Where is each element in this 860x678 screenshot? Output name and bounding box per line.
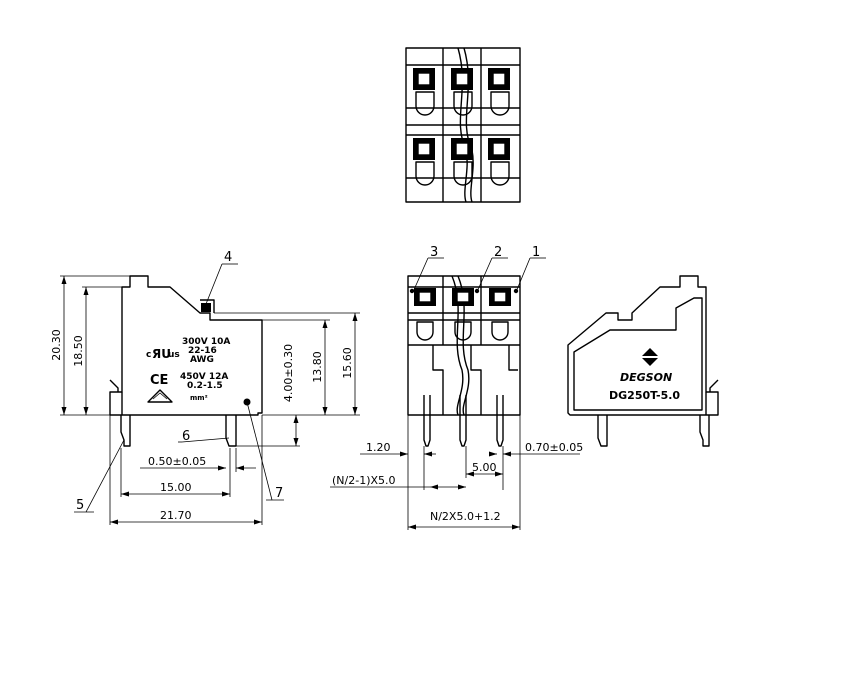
latch-hole [201, 303, 211, 312]
front-clamps [409, 288, 519, 341]
callout-4: 4 [224, 250, 232, 265]
dim-pin-width: 0.50±0.05 [148, 455, 206, 468]
callout-2: 2 [494, 245, 502, 260]
rating-1: 300V 10A [182, 337, 230, 347]
left-side-view: c ЯU us 300V 10A 22-16 AWG CE 450V 12A 0… [50, 250, 360, 525]
degson-logo-icon [642, 348, 658, 366]
right-pin-1 [597, 415, 608, 447]
left-pin-1 [120, 415, 131, 447]
front-dimensions [330, 415, 580, 530]
right-housing-outline [567, 275, 719, 416]
brand-name: DEGSON [620, 371, 672, 384]
dim-body-height: 18.50 [72, 335, 85, 367]
label-panel [573, 297, 703, 411]
top-clamp-slots [413, 68, 510, 186]
svg-text:us: us [168, 350, 180, 360]
awg-range: 22-16 [188, 346, 217, 356]
front-pin-3 [496, 395, 504, 447]
left-pin-2 [225, 415, 237, 447]
callout-3: 3 [430, 245, 438, 260]
dim-pin-span: 15.00 [160, 481, 192, 494]
dim-height-a: 13.80 [311, 351, 324, 383]
svg-text:c: c [146, 350, 151, 360]
dim-pitch: 5.00 [472, 461, 497, 474]
dim-pin-length: 4.00±0.30 [282, 344, 295, 402]
cross-section-unit: mm² [190, 394, 208, 402]
ul-mark-icon: c ЯU us [146, 347, 180, 361]
dim-half-pitch-formula: (N/2-1)X5.0 [332, 474, 396, 487]
front-pin-1 [423, 395, 431, 447]
dim-total-width-formula: N/2X5.0+1.2 [430, 510, 501, 523]
callouts-left [74, 263, 284, 513]
dim-pin-thickness: 0.70±0.05 [525, 441, 583, 454]
model-number: DG250T-5.0 [609, 389, 680, 402]
left-dimensions [60, 275, 360, 525]
vde-triangle-icon [147, 389, 173, 403]
callout-6: 6 [182, 429, 190, 444]
callout-5: 5 [76, 498, 84, 513]
ce-mark-icon: CE [150, 373, 168, 388]
dim-overall-width: 21.70 [160, 509, 192, 522]
callout-1: 1 [532, 245, 540, 260]
cross-section: 0.2-1.5 [187, 381, 223, 391]
dim-height-b: 15.60 [341, 347, 354, 379]
svg-text:ЯU: ЯU [152, 347, 171, 361]
dim-edge-offset: 1.20 [366, 441, 391, 454]
right-pin-2 [699, 415, 710, 447]
left-housing-outline [109, 275, 263, 416]
front-pin-2 [459, 395, 467, 447]
right-side-view: DEGSON DG250T-5.0 [567, 275, 719, 447]
callout-7: 7 [275, 486, 283, 501]
callouts-front [412, 257, 546, 293]
top-view [405, 47, 521, 203]
front-housing-outline [407, 275, 521, 416]
front-view: 1.20 0.70±0.05 5.00 (N/2-1)X5.0 N/2X5.0+… [330, 245, 583, 530]
dim-overall-height: 20.30 [50, 329, 63, 361]
awg-unit: AWG [190, 355, 214, 365]
rating-2: 450V 12A [180, 372, 228, 382]
